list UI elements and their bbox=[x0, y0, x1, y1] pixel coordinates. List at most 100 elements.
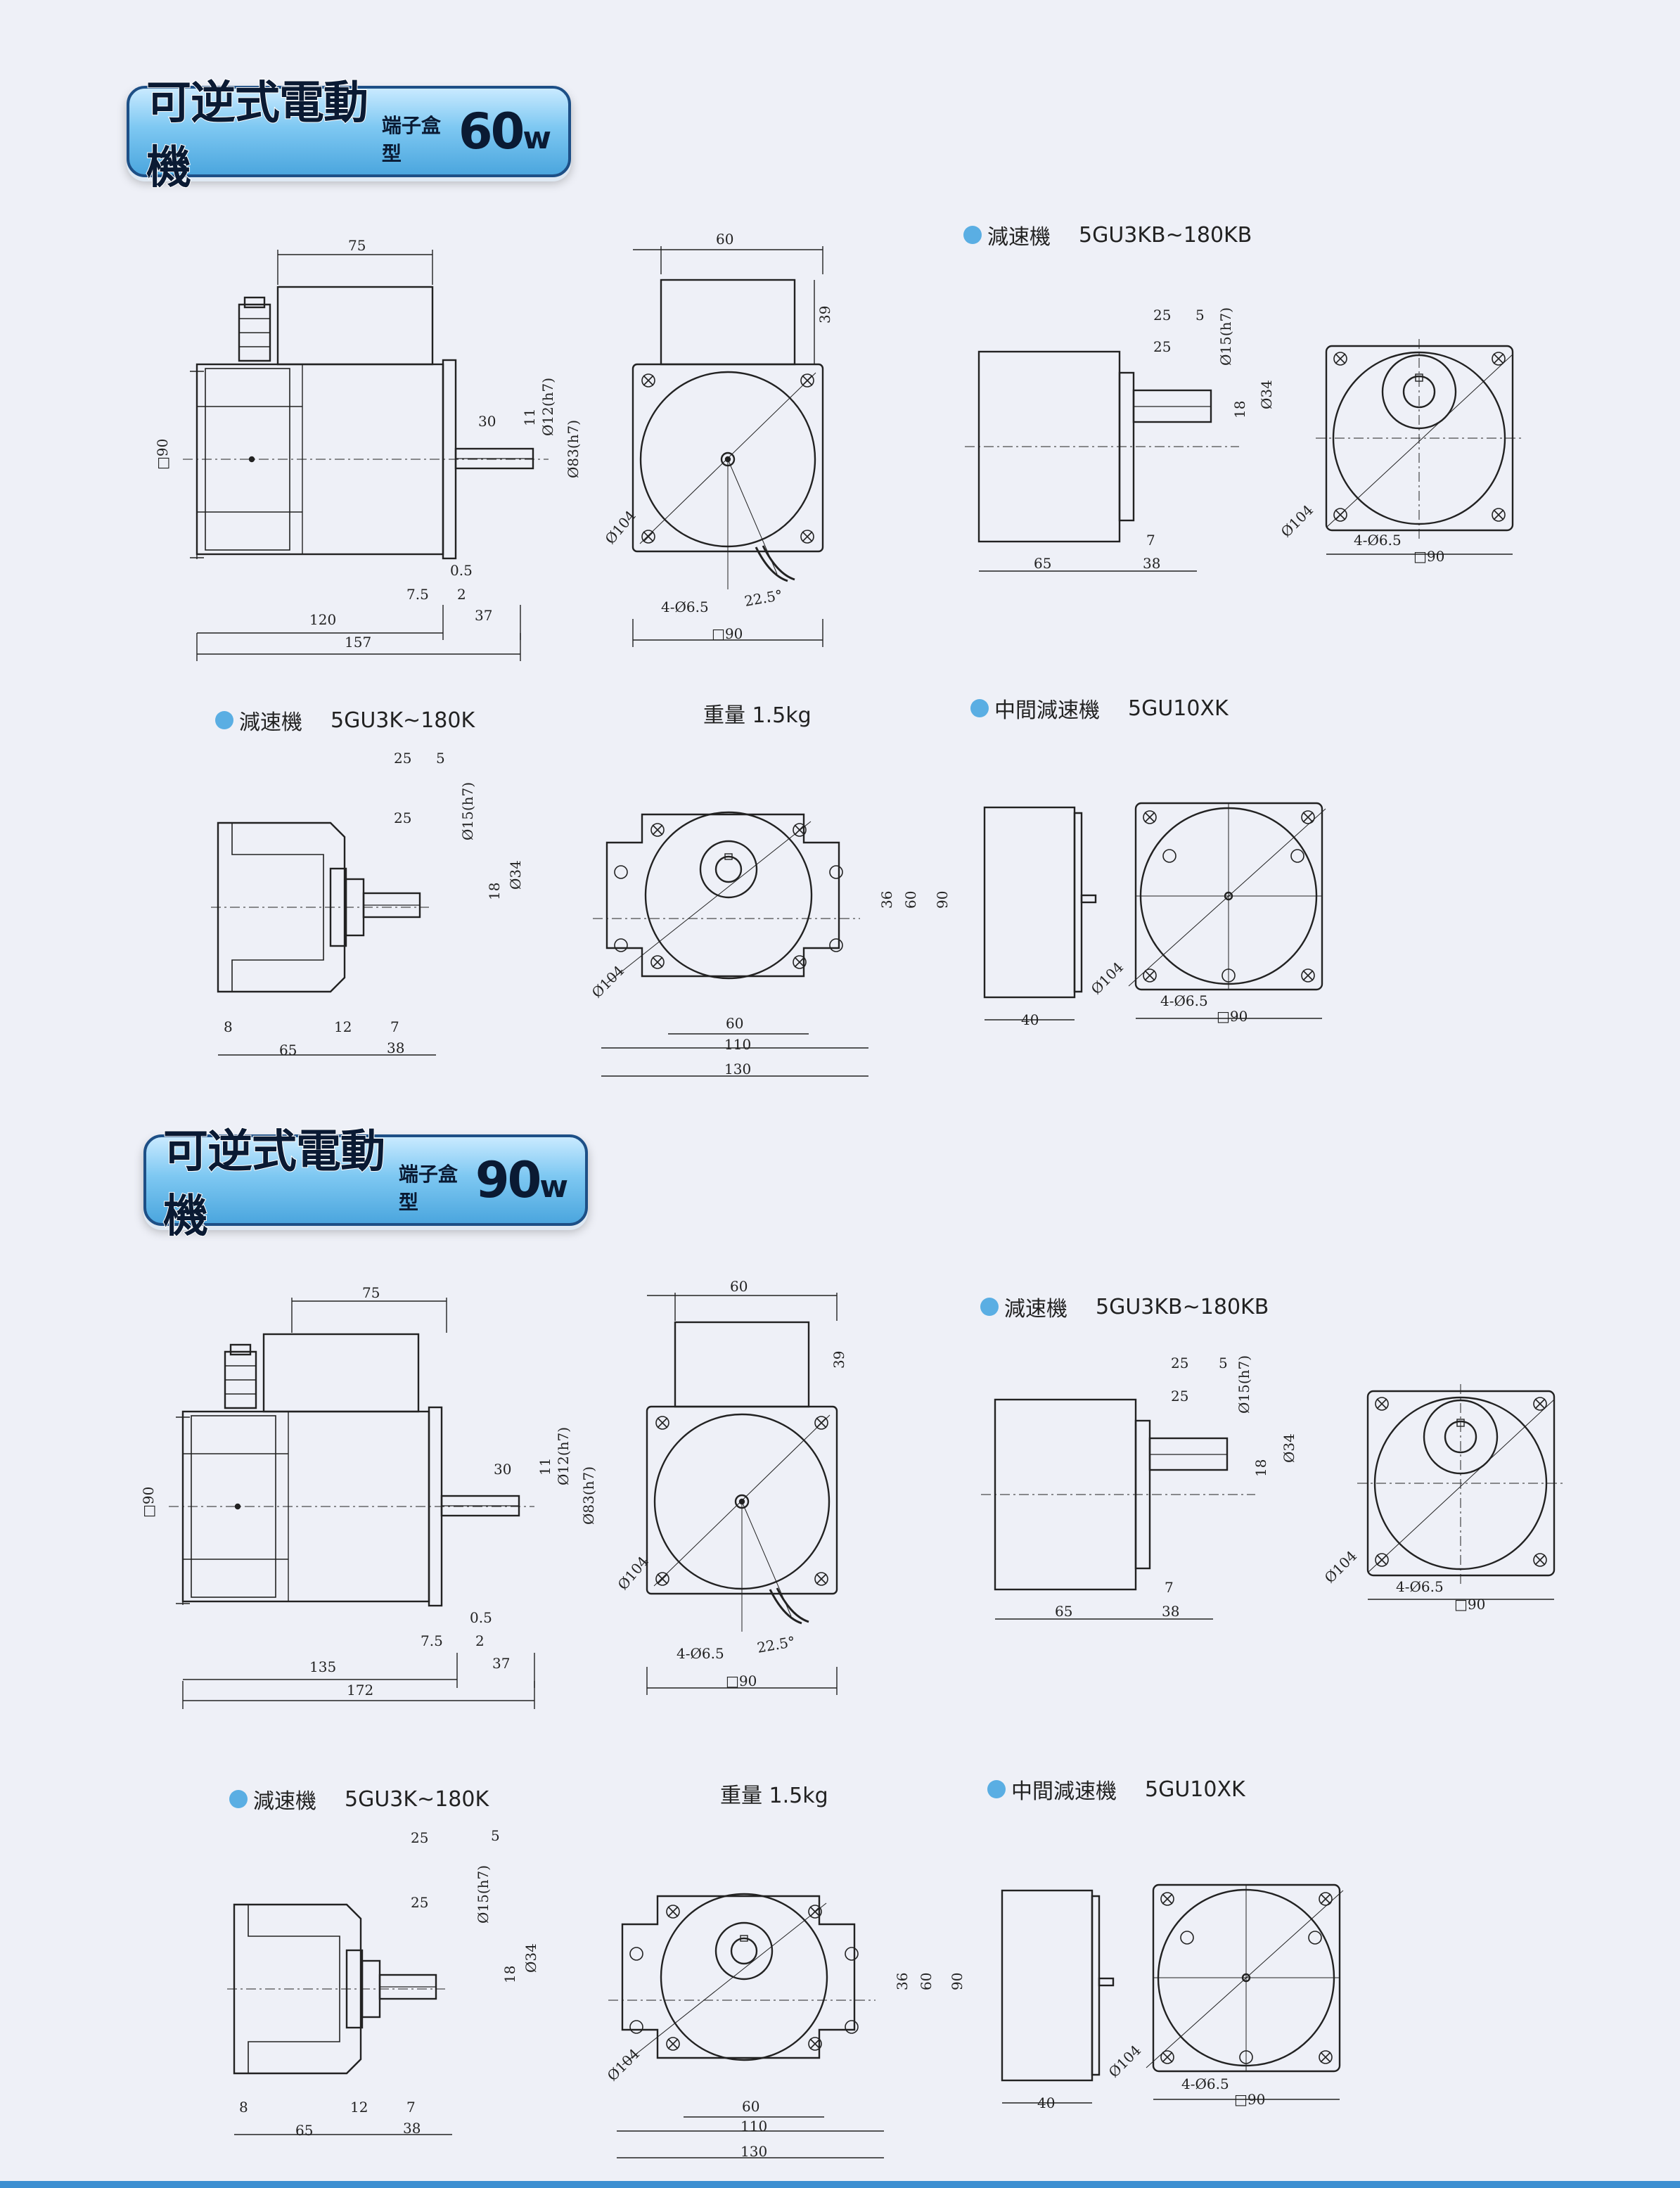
svg-text:4-Ø6.5: 4-Ø6.5 bbox=[1354, 532, 1402, 549]
svg-text:30: 30 bbox=[478, 413, 496, 430]
weight-text: 重量 1.5kg bbox=[703, 703, 812, 728]
intermediate-title: 中間減速機 bbox=[1011, 1779, 1117, 1804]
svg-text:7: 7 bbox=[406, 2099, 416, 2116]
svg-text:39: 39 bbox=[816, 306, 833, 324]
intermediate-label-60: 中間減速機 5GU10XK bbox=[970, 693, 1229, 724]
motor-side-view-90w bbox=[167, 1333, 536, 1607]
motor-front-view-90w bbox=[646, 1321, 838, 1633]
svg-text:18: 18 bbox=[1231, 401, 1248, 418]
svg-text:120: 120 bbox=[309, 611, 336, 628]
dimension-texts-90w: 75 30 □90 0.5 7.5 2 135 37 172 11 Ø12(h7… bbox=[140, 1278, 1485, 2160]
weight-text: 重量 1.5kg bbox=[720, 1784, 828, 1808]
svg-text:7: 7 bbox=[1146, 532, 1155, 549]
svg-text:Ø15(h7): Ø15(h7) bbox=[459, 782, 476, 840]
bullet-icon bbox=[987, 1780, 1006, 1798]
svg-text:□90: □90 bbox=[712, 625, 743, 642]
intermediate-side-90w bbox=[1001, 1889, 1115, 2082]
svg-text:8: 8 bbox=[224, 1018, 233, 1035]
badge-power: 90w bbox=[475, 1151, 568, 1209]
svg-text:38: 38 bbox=[403, 2120, 421, 2137]
bullet-icon bbox=[980, 1298, 999, 1316]
svg-text:Ø83(h7): Ø83(h7) bbox=[580, 1466, 597, 1525]
bottom-accent-bar bbox=[0, 2181, 1680, 2188]
svg-text:4-Ø6.5: 4-Ø6.5 bbox=[661, 599, 709, 615]
svg-text:Ø104: Ø104 bbox=[604, 2045, 643, 2085]
gearhead-kb-front-60w bbox=[1314, 338, 1525, 541]
svg-text:22.5°: 22.5° bbox=[743, 587, 784, 610]
intermediate-front-60w bbox=[1127, 802, 1327, 991]
svg-text:Ø34: Ø34 bbox=[522, 1943, 539, 1973]
svg-text:Ø15(h7): Ø15(h7) bbox=[1217, 307, 1234, 366]
bullet-icon bbox=[963, 226, 982, 244]
dimension-lines-90w bbox=[176, 1293, 1554, 2158]
svg-text:7.5: 7.5 bbox=[421, 1632, 443, 1649]
svg-text:11: 11 bbox=[521, 409, 538, 426]
badge-power-value: 60 bbox=[458, 103, 525, 160]
svg-text:90: 90 bbox=[949, 1973, 966, 1990]
gearhead-k-title: 減速機 bbox=[239, 710, 302, 735]
svg-text:60: 60 bbox=[742, 2098, 759, 2115]
svg-text:38: 38 bbox=[1143, 555, 1160, 572]
gearhead-k-title: 減速機 bbox=[253, 1789, 316, 1814]
svg-text:65: 65 bbox=[1055, 1603, 1072, 1620]
svg-text:25: 25 bbox=[1171, 1355, 1188, 1371]
dimension-lines-60w bbox=[190, 246, 1513, 1077]
svg-text:Ø34: Ø34 bbox=[507, 860, 524, 890]
svg-text:130: 130 bbox=[724, 1061, 751, 1077]
svg-text:5: 5 bbox=[1219, 1355, 1228, 1371]
badge-power: 60w bbox=[459, 103, 551, 160]
svg-text:37: 37 bbox=[475, 607, 492, 624]
svg-text:36: 36 bbox=[894, 1973, 911, 1990]
svg-text:60: 60 bbox=[716, 231, 733, 248]
intermediate-side-60w bbox=[983, 806, 1097, 999]
svg-text:65: 65 bbox=[1034, 555, 1051, 572]
gearhead-kb-label-90: 減速機 5GU3KB~180KB bbox=[980, 1291, 1269, 1322]
motor-front-view-60w bbox=[631, 279, 824, 591]
svg-text:5: 5 bbox=[436, 750, 445, 767]
intermediate-model: 5GU10XK bbox=[1128, 696, 1229, 721]
svg-text:60: 60 bbox=[726, 1015, 743, 1032]
section-90w-badge: 可逆式電動機 端子盒型 90w bbox=[143, 1125, 588, 1243]
svg-text:25: 25 bbox=[394, 810, 411, 826]
intermediate-label-90: 中間減速機 5GU10XK bbox=[987, 1774, 1245, 1805]
svg-text:130: 130 bbox=[740, 2143, 767, 2160]
svg-text:Ø34: Ø34 bbox=[1258, 380, 1275, 409]
gearhead-k-model: 5GU3K~180K bbox=[331, 708, 475, 733]
gearhead-kb-model: 5GU3KB~180KB bbox=[1096, 1294, 1269, 1319]
svg-text:25: 25 bbox=[411, 1894, 428, 1911]
gearhead-k-label-90: 減速機 5GU3K~180K bbox=[229, 1784, 489, 1815]
gearhead-k-front-60w bbox=[591, 811, 861, 985]
gearhead-kb-title: 減速機 bbox=[1004, 1297, 1067, 1322]
intermediate-model: 5GU10XK bbox=[1145, 1777, 1245, 1802]
dim-75: 75 bbox=[348, 237, 366, 254]
svg-text:60: 60 bbox=[730, 1278, 748, 1295]
svg-text:2: 2 bbox=[457, 586, 466, 603]
svg-text:25: 25 bbox=[1153, 338, 1171, 355]
svg-text:4-Ø6.5: 4-Ø6.5 bbox=[1396, 1578, 1444, 1595]
svg-text:5: 5 bbox=[491, 1827, 500, 1844]
svg-text:5: 5 bbox=[1195, 307, 1205, 324]
gearhead-k-side-60w bbox=[210, 821, 430, 993]
svg-text:7: 7 bbox=[1165, 1579, 1174, 1596]
intermediate-front-90w bbox=[1145, 1883, 1345, 2073]
gearhead-kb-front-90w bbox=[1356, 1383, 1566, 1586]
svg-text:22.5°: 22.5° bbox=[756, 1633, 797, 1656]
badge-title: 可逆式電動機 bbox=[146, 77, 369, 195]
svg-text:12: 12 bbox=[334, 1018, 352, 1035]
svg-text:Ø12(h7): Ø12(h7) bbox=[555, 1427, 572, 1485]
svg-text:25: 25 bbox=[411, 1829, 428, 1846]
svg-text:110: 110 bbox=[740, 2118, 767, 2135]
svg-text:30: 30 bbox=[494, 1461, 511, 1478]
svg-text:110: 110 bbox=[724, 1036, 751, 1053]
weight-label-90: 重量 1.5kg bbox=[720, 1778, 828, 1809]
gearhead-k-model: 5GU3K~180K bbox=[345, 1786, 489, 1812]
svg-text:11: 11 bbox=[537, 1458, 553, 1476]
badge-power-unit: w bbox=[539, 1169, 568, 1205]
svg-text:Ø15(h7): Ø15(h7) bbox=[1236, 1355, 1252, 1414]
bullet-icon bbox=[970, 699, 989, 717]
svg-text:□90: □90 bbox=[1454, 1596, 1485, 1613]
svg-text:Ø34: Ø34 bbox=[1281, 1433, 1297, 1463]
gearhead-kb-title: 減速機 bbox=[987, 225, 1051, 250]
badge-subtitle: 端子盒型 bbox=[398, 1163, 458, 1214]
